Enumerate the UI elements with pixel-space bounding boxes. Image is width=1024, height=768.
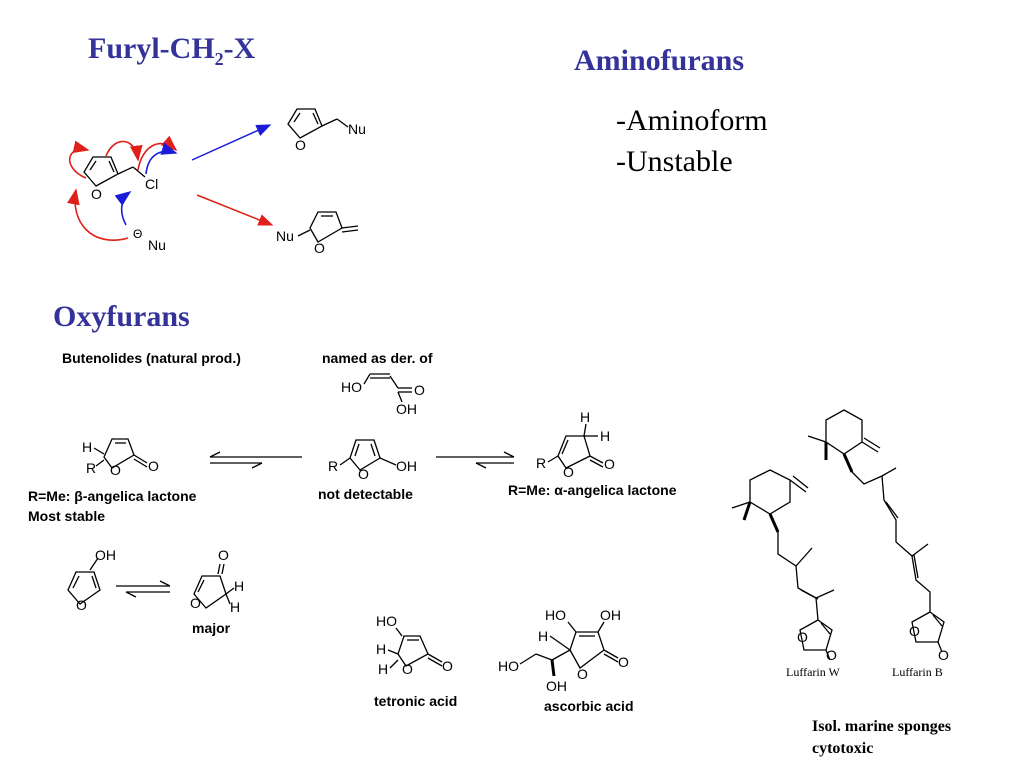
atom-o: O [358, 466, 369, 482]
major-label: major [192, 620, 231, 636]
atom-oh: OH [95, 547, 116, 563]
atom-o: O [577, 666, 588, 682]
furyl-title: Furyl-CH2-X [88, 32, 255, 70]
alpha-angelica-lactone: H H R O O [536, 409, 615, 480]
note-line-2: cytotoxic [812, 740, 874, 757]
beta-angelica-lactone: H R O O [82, 438, 159, 478]
atom-h: H [376, 641, 386, 657]
atom-o: O [938, 647, 949, 663]
atom-ho: HO [341, 379, 362, 395]
atom-o: O [76, 597, 87, 613]
furyl-title-main: Furyl-CH [88, 32, 215, 65]
butenolides-label: Butenolides (natural prod.) [62, 350, 241, 366]
aminofurans-title: Aminofurans [574, 44, 745, 77]
atom-o: O [91, 186, 102, 202]
atom-h: H [580, 409, 590, 425]
named-as-label: named as der. of [322, 350, 433, 366]
luffarin-w-structure: O O [731, 469, 837, 663]
aminofurans-point-1: -Aminoform [616, 104, 768, 137]
atom-o: O [402, 661, 413, 677]
ascorbic-acid-label: ascorbic acid [544, 698, 634, 714]
atom-nu: Nu [148, 237, 166, 253]
equilibrium-arrows-right [436, 451, 515, 469]
atom-o: O [414, 382, 425, 398]
furan-3-one: O H H O [190, 547, 244, 615]
atom-o: O [618, 654, 629, 670]
negative-charge: Θ [133, 227, 142, 241]
furyl-title-end: -X [223, 32, 256, 65]
equilibrium-arrows-furanone [116, 580, 171, 598]
atom-h: H [538, 628, 548, 644]
atom-o: O [190, 595, 201, 611]
atom-o: O [442, 658, 453, 674]
luffarin-b-label: Luffarin B [892, 665, 943, 679]
atom-r: R [328, 458, 338, 474]
atom-o: O [295, 137, 306, 153]
tetronic-acid: HO H H O O [376, 613, 453, 677]
atom-oh: OH [396, 401, 417, 417]
reaction-arrows [191, 124, 274, 226]
equilibrium-arrows-left [209, 451, 302, 469]
3-hydroxyfuran: OH O [67, 547, 116, 613]
note-line-1: Isol. marine sponges [812, 718, 952, 735]
atom-nu: Nu [348, 121, 366, 137]
atom-r: R [86, 460, 96, 476]
furyl-title-sub: 2 [214, 49, 224, 69]
atom-o: O [826, 647, 837, 663]
luffarin-b-structure: O O [807, 409, 949, 663]
atom-h: H [230, 599, 240, 615]
atom-oh: OH [600, 607, 621, 623]
oxyfurans-title: Oxyfurans [53, 300, 190, 333]
tetronic-acid-label: tetronic acid [374, 693, 458, 709]
product-furylmethyl-nu: O Nu [287, 108, 366, 153]
atom-h: H [82, 439, 92, 455]
atom-h: H [378, 661, 388, 677]
atom-nu: Nu [276, 228, 294, 244]
atom-o: O [909, 623, 920, 639]
atom-h: H [234, 578, 244, 594]
atom-cl: Cl [145, 176, 158, 192]
hydroxy-acrylic-acid: HO O OH [341, 373, 425, 417]
luffarin-w-label: Luffarin W [786, 665, 840, 679]
atom-o: O [563, 464, 574, 480]
alpha-lactone-label: R=Me: α-angelica lactone [508, 482, 677, 498]
atom-oh: OH [396, 458, 417, 474]
product-methylene-dihydrofuran: Nu O [276, 211, 359, 256]
furylmethyl-chloride: O Cl Θ Nu [83, 156, 166, 253]
atom-r: R [536, 455, 546, 471]
atom-o: O [218, 547, 229, 563]
hydroxyfuran-center: R O OH [328, 439, 417, 482]
atom-o: O [314, 240, 325, 256]
beta-lactone-label: R=Me: β-angelica lactone [28, 488, 197, 504]
atom-ho: HO [545, 607, 566, 623]
atom-ho: HO [376, 613, 397, 629]
atom-o: O [797, 629, 808, 645]
aminofurans-point-2: -Unstable [616, 145, 733, 178]
not-detectable-label: not detectable [318, 486, 413, 502]
curved-arrows [67, 135, 178, 241]
atom-oh: OH [546, 678, 567, 694]
atom-o: O [604, 456, 615, 472]
atom-ho: HO [498, 658, 519, 674]
ascorbic-acid: HO OH H HO OH O O [498, 607, 629, 694]
atom-o: O [148, 458, 159, 474]
atom-h: H [600, 428, 610, 444]
most-stable-label: Most stable [28, 508, 106, 524]
atom-o: O [110, 462, 121, 478]
